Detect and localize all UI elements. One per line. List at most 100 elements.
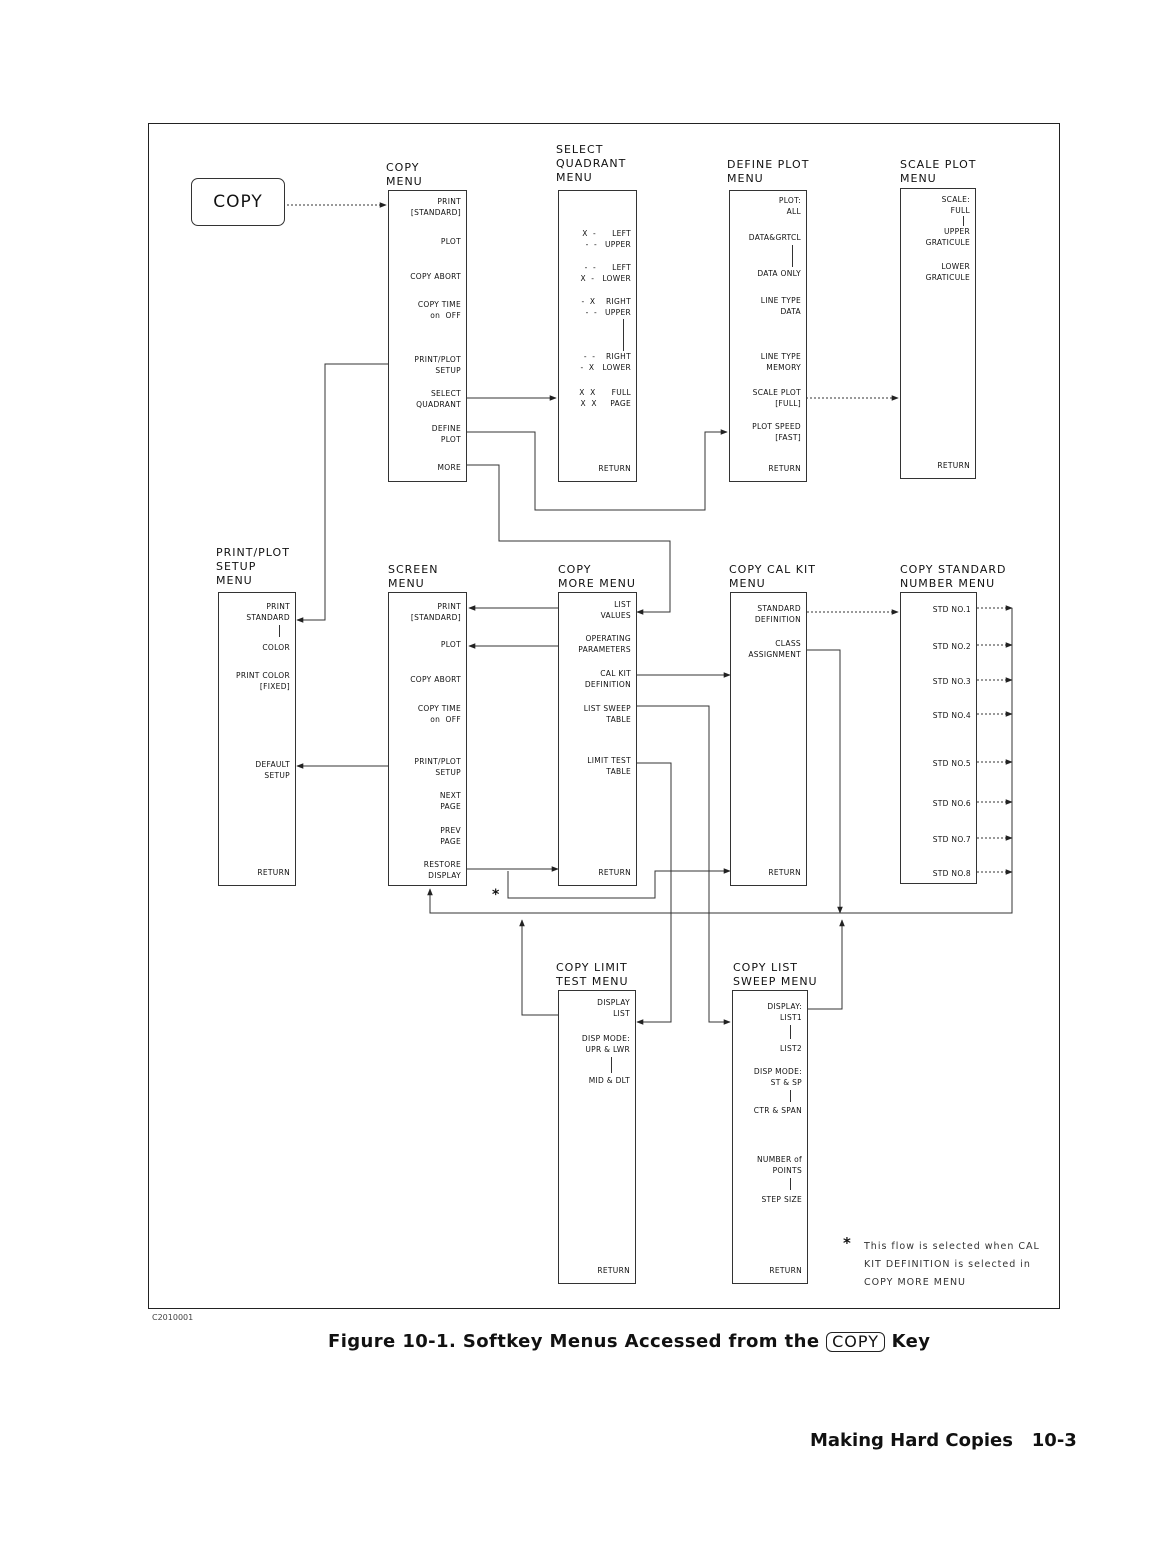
softkey-scale-full[interactable]: SCALE: FULL [941,195,970,215]
softkey-lower-graticule[interactable]: LOWER GRATICULE [925,262,970,282]
softkey-next-page[interactable]: NEXT PAGE [439,791,461,811]
softkey-print-standard[interactable]: PRINT [STANDARD] [410,197,461,217]
scale-plot-menu-title: SCALE PLOT MENU [900,158,977,185]
figure-frame [148,123,1060,1309]
select-quadrant-menu: X - LEFT - - UPPER - - LEFT X - LOWER - … [558,190,637,482]
caption-text-before: Figure 10-1. Softkey Menus Accessed from… [328,1331,827,1352]
softkey-plot[interactable]: PLOT [440,640,461,649]
softkey-copy-abort[interactable]: COPY ABORT [410,675,461,684]
softkey-operating-parameters[interactable]: OPERATING PARAMETERS [578,634,631,654]
list-tick-1 [790,1025,791,1039]
copy-more-menu-title: COPY MORE MENU [558,563,636,590]
softkey-class-assignment[interactable]: CLASS ASSIGNMENT [748,639,801,659]
softkey-copy-time[interactable]: COPY TIME on OFF [417,704,461,724]
softkey-full-page[interactable]: X X FULL X X PAGE [579,388,631,408]
footer-page-number: 10-3 [1031,1430,1077,1451]
softkey-left-lower[interactable]: - - LEFT X - LOWER [580,263,631,283]
softkey-copy-time[interactable]: COPY TIME on OFF [417,300,461,320]
softkey-copy-abort[interactable]: COPY ABORT [410,272,461,281]
softkey-list-sweep-table[interactable]: LIST SWEEP TABLE [583,704,631,724]
softkey-print-standard[interactable]: PRINT STANDARD [246,602,290,622]
softkey-plot-all[interactable]: PLOT: ALL [778,196,801,216]
softkey-ctr-span[interactable]: CTR & SPAN [753,1106,802,1115]
softkey-disp-mode-upr-lwr[interactable]: DISP MODE: UPR & LWR [581,1034,630,1054]
line-define-plot [467,429,728,511]
softkey-return[interactable]: RETURN [598,868,631,877]
softkey-print-plot-setup[interactable]: PRINT/PLOT SETUP [414,757,461,777]
flow-star-marker: * [492,887,500,903]
softkey-number-of-points[interactable]: NUMBER of POINTS [757,1155,802,1175]
setup-tick [279,625,280,637]
footer-section: Making Hard Copies [810,1430,1013,1451]
softkey-data-only[interactable]: DATA ONLY [757,269,801,278]
screen-menu: PRINT [STANDARD] PLOT COPY ABORT COPY TI… [388,592,467,886]
softkey-color[interactable]: COLOR [262,643,290,652]
line-list-sweep-return [807,919,845,1010]
softkey-step-size[interactable]: STEP SIZE [761,1195,802,1204]
screen-menu-title: SCREEN MENU [388,563,439,590]
softkey-mid-dlt[interactable]: MID & DLT [588,1076,630,1085]
softkey-standard-definition[interactable]: STANDARD DEFINITION [754,604,801,624]
softkey-default-setup[interactable]: DEFAULT SETUP [255,760,290,780]
softkey-left-upper[interactable]: X - LEFT - - UPPER [582,229,631,249]
caption-text-after: Key [884,1331,931,1352]
softkey-display-list[interactable]: DISPLAY LIST [597,998,630,1018]
softkey-right-lower[interactable]: - - RIGHT - X LOWER [580,352,631,372]
softkey-line-type-data[interactable]: LINE TYPE DATA [760,296,801,316]
softkey-display-list1[interactable]: DISPLAY: LIST1 [767,1002,802,1022]
softkey-return[interactable]: RETURN [769,1266,802,1275]
softkey-return[interactable]: RETURN [597,1266,630,1275]
softkey-cal-kit-definition[interactable]: CAL KIT DEFINITION [584,669,631,689]
softkey-select-quadrant[interactable]: SELECT QUADRANT [416,389,461,409]
softkey-std-no-5[interactable]: STD NO.5 [932,759,971,768]
softkey-return[interactable]: RETURN [937,461,970,470]
softkey-scale-plot[interactable]: SCALE PLOT [FULL] [752,388,801,408]
softkey-print-color[interactable]: PRINT COLOR [FIXED] [236,671,290,691]
print-plot-setup-menu-title: PRINT/PLOT SETUP MENU [216,546,290,587]
softkey-prev-page[interactable]: PREV PAGE [440,826,461,846]
copy-list-sweep-menu-title: COPY LIST SWEEP MENU [733,961,818,988]
softkey-std-no-3[interactable]: STD NO.3 [932,677,971,686]
softkey-limit-test-table[interactable]: LIMIT TEST TABLE [587,756,631,776]
softkey-std-no-8[interactable]: STD NO.8 [932,869,971,878]
copy-limit-test-menu-title: COPY LIMIT TEST MENU [556,961,629,988]
line-limit-return [519,919,558,1016]
softkey-return[interactable]: RETURN [768,464,801,473]
softkey-disp-mode-st-sp[interactable]: DISP MODE: ST & SP [753,1067,802,1087]
line-more [467,464,671,615]
softkey-plot[interactable]: PLOT [440,237,461,246]
softkey-print-plot-setup[interactable]: PRINT/PLOT SETUP [414,355,461,375]
limit-tick [611,1057,612,1073]
softkey-return[interactable]: RETURN [257,868,290,877]
softkey-plot-speed[interactable]: PLOT SPEED [FAST] [752,422,801,442]
softkey-data-graticule[interactable]: DATA&GRTCL [748,233,801,242]
softkey-std-no-1[interactable]: STD NO.1 [932,605,971,614]
caption-copy-key: COPY [826,1332,885,1352]
softkey-return[interactable]: RETURN [598,464,631,473]
softkey-std-no-4[interactable]: STD NO.4 [932,711,971,720]
softkey-std-no-6[interactable]: STD NO.6 [932,799,971,808]
softkey-more[interactable]: MORE [437,463,461,472]
copy-key[interactable]: COPY [191,178,285,226]
scale-plot-tick [963,216,964,226]
softkey-right-upper[interactable]: - X RIGHT - - UPPER [581,297,631,317]
softkey-return[interactable]: RETURN [768,868,801,877]
copy-cal-kit-menu: STANDARD DEFINITION CLASS ASSIGNMENT RET… [730,592,807,886]
softkey-std-no-2[interactable]: STD NO.2 [932,642,971,651]
softkey-print-standard[interactable]: PRINT [STANDARD] [410,602,461,622]
softkey-upper-graticule[interactable]: UPPER GRATICULE [925,227,970,247]
scale-plot-menu: SCALE: FULL UPPER GRATICULE LOWER GRATIC… [900,188,976,479]
softkey-line-type-memory[interactable]: LINE TYPE MEMORY [760,352,801,372]
softkey-define-plot[interactable]: DEFINE PLOT [431,424,461,444]
copy-standard-number-menu: STD NO.1 STD NO.2 STD NO.3 STD NO.4 STD … [900,592,977,884]
softkey-list2[interactable]: LIST2 [779,1044,802,1053]
line-star-flow [507,868,731,899]
copy-list-sweep-menu: DISPLAY: LIST1 LIST2 DISP MODE: ST & SP … [732,990,808,1284]
define-plot-menu-title: DEFINE PLOT MENU [727,158,810,185]
softkey-list-values[interactable]: LIST VALUES [600,600,631,620]
quadrant-link-tick [623,319,624,351]
softkey-restore-display[interactable]: RESTORE DISPLAY [423,860,461,880]
softkey-std-no-7[interactable]: STD NO.7 [932,835,971,844]
select-quadrant-menu-title: SELECT QUADRANT MENU [556,143,627,184]
